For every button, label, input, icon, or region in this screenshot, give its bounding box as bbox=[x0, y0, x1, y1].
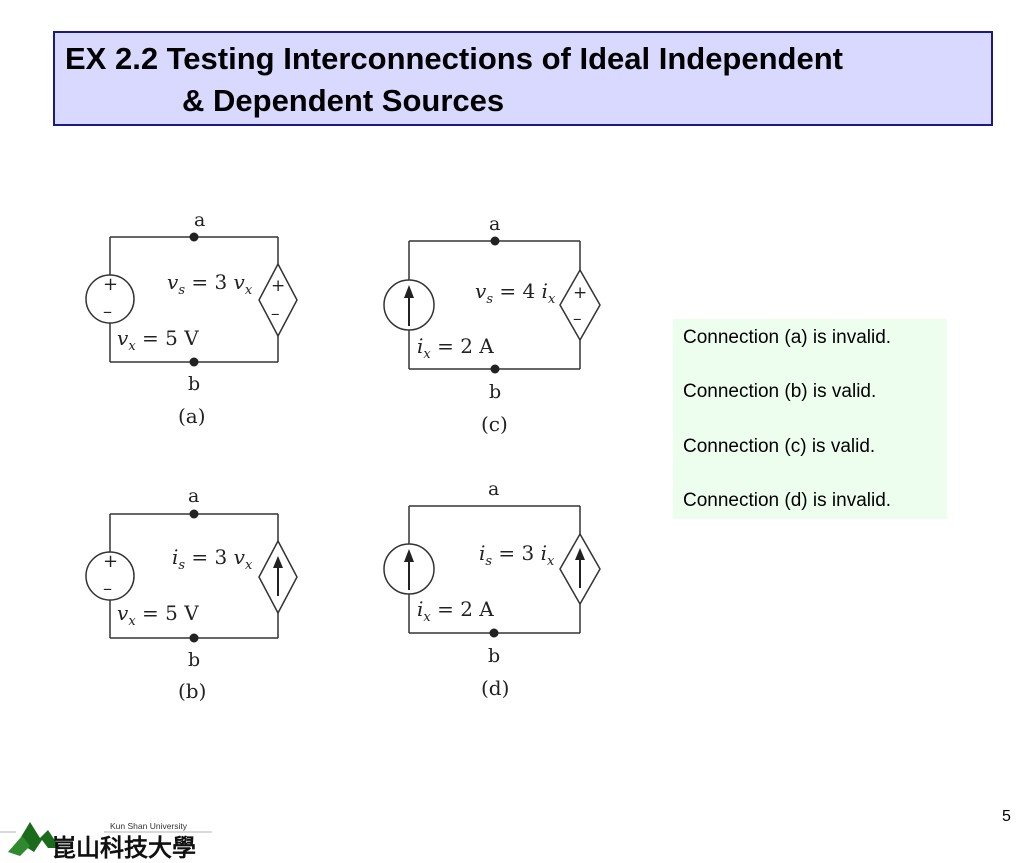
svg-text:+: + bbox=[573, 283, 587, 303]
independent-source-equation: vx = 5 V bbox=[117, 326, 199, 354]
node-b-dot bbox=[189, 357, 199, 367]
dependent-source-equation: is = 3 ix bbox=[479, 541, 555, 569]
node-label-b: b bbox=[188, 649, 200, 671]
svg-text:+: + bbox=[103, 274, 118, 295]
node-label-b: b bbox=[488, 645, 500, 667]
page-number: 5 bbox=[1002, 808, 1011, 825]
result-d: Connection (d) is invalid. bbox=[683, 490, 892, 511]
independent-current-source bbox=[383, 279, 435, 331]
node-label-a: a bbox=[188, 485, 199, 507]
arrow-up-icon bbox=[273, 556, 283, 568]
node-label-b: b bbox=[188, 373, 200, 395]
dependent-source-equation: vs = 3 vx bbox=[167, 270, 253, 298]
circuit-a: a + – + – vs = 3 vx vx = 5 V b (a) bbox=[85, 209, 298, 428]
node-label-b: b bbox=[489, 381, 501, 403]
dependent-voltage-source: + – bbox=[258, 262, 298, 338]
node-label-a: a bbox=[489, 213, 500, 235]
dependent-current-source bbox=[559, 532, 601, 606]
node-label-a: a bbox=[488, 478, 499, 500]
independent-current-source bbox=[383, 543, 435, 595]
circuit-b: a + – is = 3 vx vx = 5 V b (b) bbox=[85, 485, 298, 703]
university-logo: Kun Shan University 崑山科技大學 bbox=[0, 821, 212, 862]
arrow-up-icon bbox=[404, 549, 414, 562]
dependent-source-equation: is = 3 vx bbox=[172, 545, 253, 573]
svg-text:–: – bbox=[271, 304, 280, 324]
result-a: Connection (a) is invalid. bbox=[683, 327, 892, 348]
slide-title-box: EX 2.2 Testing Interconnections of Ideal… bbox=[53, 31, 993, 126]
independent-voltage-source: + – bbox=[85, 274, 135, 324]
node-label-a: a bbox=[194, 209, 205, 231]
circuit-caption: (a) bbox=[178, 404, 206, 428]
svg-text:–: – bbox=[103, 578, 112, 599]
circuit-c: a + – vs = 4 ix ix = 2 A b (c) bbox=[383, 213, 601, 436]
dependent-source-equation: vs = 4 ix bbox=[475, 279, 556, 307]
result-b: Connection (b) is valid. bbox=[683, 381, 877, 402]
node-a-dot bbox=[490, 236, 500, 246]
node-a-dot bbox=[189, 232, 199, 242]
logo-english-name: Kun Shan University bbox=[110, 821, 188, 831]
slide-title-line1: EX 2.2 Testing Interconnections of Ideal… bbox=[65, 41, 843, 76]
arrow-up-icon bbox=[575, 548, 585, 560]
arrow-up-icon bbox=[404, 285, 414, 298]
svg-text:–: – bbox=[573, 309, 582, 329]
circuit-caption: (d) bbox=[481, 676, 509, 700]
svg-text:+: + bbox=[271, 276, 285, 296]
circuit-caption: (c) bbox=[481, 412, 508, 436]
dependent-current-source bbox=[258, 539, 298, 615]
circuit-d: a is = 3 ix ix = 2 A b (d) bbox=[383, 478, 601, 700]
node-b-dot bbox=[189, 633, 199, 643]
mountain-logo-icon bbox=[8, 822, 60, 856]
logo-chinese-name: 崑山科技大學 bbox=[52, 834, 196, 862]
dependent-voltage-source: + – bbox=[559, 268, 601, 342]
independent-source-equation: ix = 2 A bbox=[417, 334, 494, 362]
independent-source-equation: ix = 2 A bbox=[417, 597, 494, 625]
svg-text:+: + bbox=[103, 551, 118, 572]
node-a-dot bbox=[189, 509, 199, 519]
independent-voltage-source: + – bbox=[85, 551, 135, 601]
results-box: Connection (a) is invalid. Connection (b… bbox=[673, 319, 947, 519]
circuit-caption: (b) bbox=[178, 679, 206, 703]
svg-text:–: – bbox=[103, 301, 112, 322]
node-b-dot bbox=[490, 364, 500, 374]
node-b-dot bbox=[489, 628, 499, 638]
result-c: Connection (c) is valid. bbox=[683, 436, 876, 457]
slide-title-line2: & Dependent Sources bbox=[182, 83, 505, 118]
independent-source-equation: vx = 5 V bbox=[117, 601, 199, 629]
